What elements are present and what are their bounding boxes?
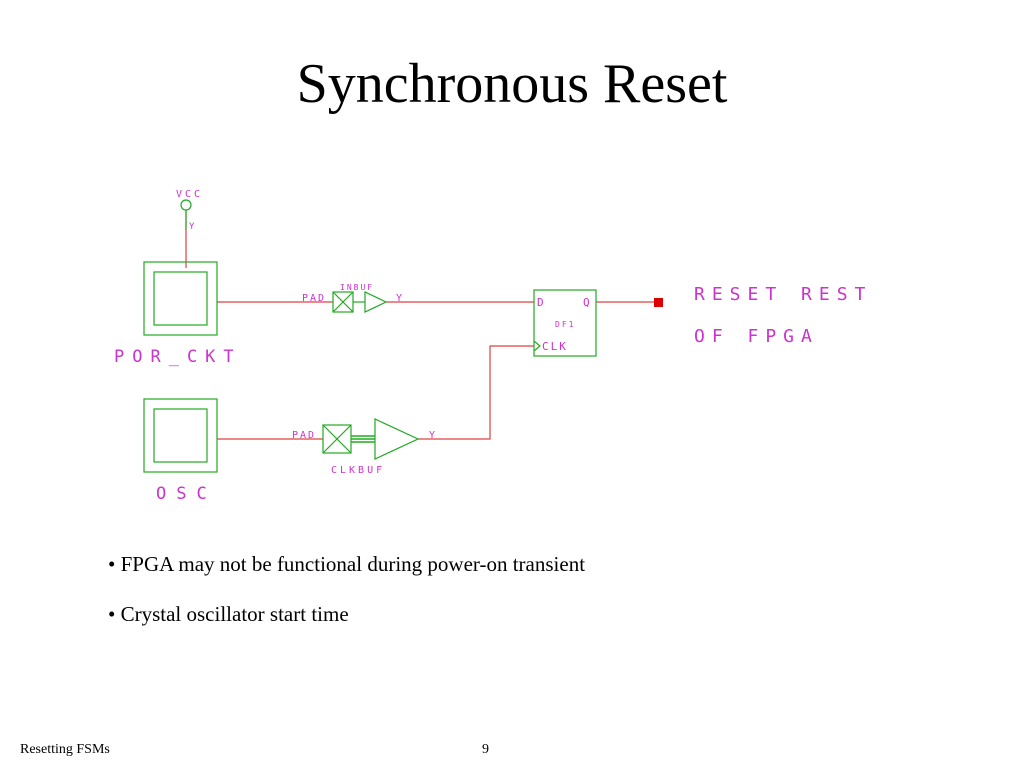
clkbuf-symbol <box>322 418 420 460</box>
dff-d-label: D <box>537 296 544 309</box>
osc-inner <box>153 408 208 463</box>
osc-outer <box>143 398 218 473</box>
footer-title: Resetting FSMs <box>20 742 110 757</box>
wire-clkbuf-to-clk <box>418 345 534 440</box>
dff-box <box>533 289 597 357</box>
osc-block <box>143 398 218 473</box>
dff-q-label: Q <box>583 296 590 309</box>
clkbuf-pad-label: PAD <box>292 430 316 441</box>
vcc-label: VCC <box>176 189 203 200</box>
output-port-icon <box>654 298 663 307</box>
output-label-line1: RESET REST <box>694 284 872 305</box>
bullet-item: • Crystal oscillator start time <box>108 602 349 626</box>
vcc-symbol: VCC Y <box>176 189 203 232</box>
osc-label: OSC <box>156 484 217 504</box>
dff-symbol <box>533 289 597 357</box>
clkbuf-y-label: Y <box>429 430 435 441</box>
output-label-line2: OF FPGA <box>694 326 819 347</box>
por-ckt-label: POR_CKT <box>114 347 242 367</box>
clkbuf-triangle-icon <box>374 418 420 460</box>
dff-clk-label: CLK <box>542 340 568 353</box>
page-number: 9 <box>482 742 489 757</box>
inbuf-triangle-icon <box>364 291 388 313</box>
por-ckt-inner <box>153 271 208 326</box>
inbuf-pad-x2 <box>332 291 354 313</box>
inbuf-pad-label: PAD <box>302 293 326 304</box>
por-ckt-block <box>143 261 218 336</box>
clkbuf-label: CLKBUF <box>331 465 385 476</box>
inbuf-label: INBUF <box>340 283 374 292</box>
slide-title: Synchronous Reset <box>296 53 728 115</box>
inbuf-y-label: Y <box>396 293 402 304</box>
por-ckt-outer <box>143 261 218 336</box>
vcc-circle-icon <box>180 199 192 211</box>
vcc-pin-label: Y <box>189 222 195 232</box>
inbuf-symbol <box>332 291 388 313</box>
dff-name-label: DF1 <box>555 320 575 329</box>
wires <box>185 210 654 440</box>
clk-edge-icon <box>533 340 541 352</box>
clkbuf-pad-x2 <box>322 424 352 454</box>
bullet-item: • FPGA may not be functional during powe… <box>108 552 586 576</box>
